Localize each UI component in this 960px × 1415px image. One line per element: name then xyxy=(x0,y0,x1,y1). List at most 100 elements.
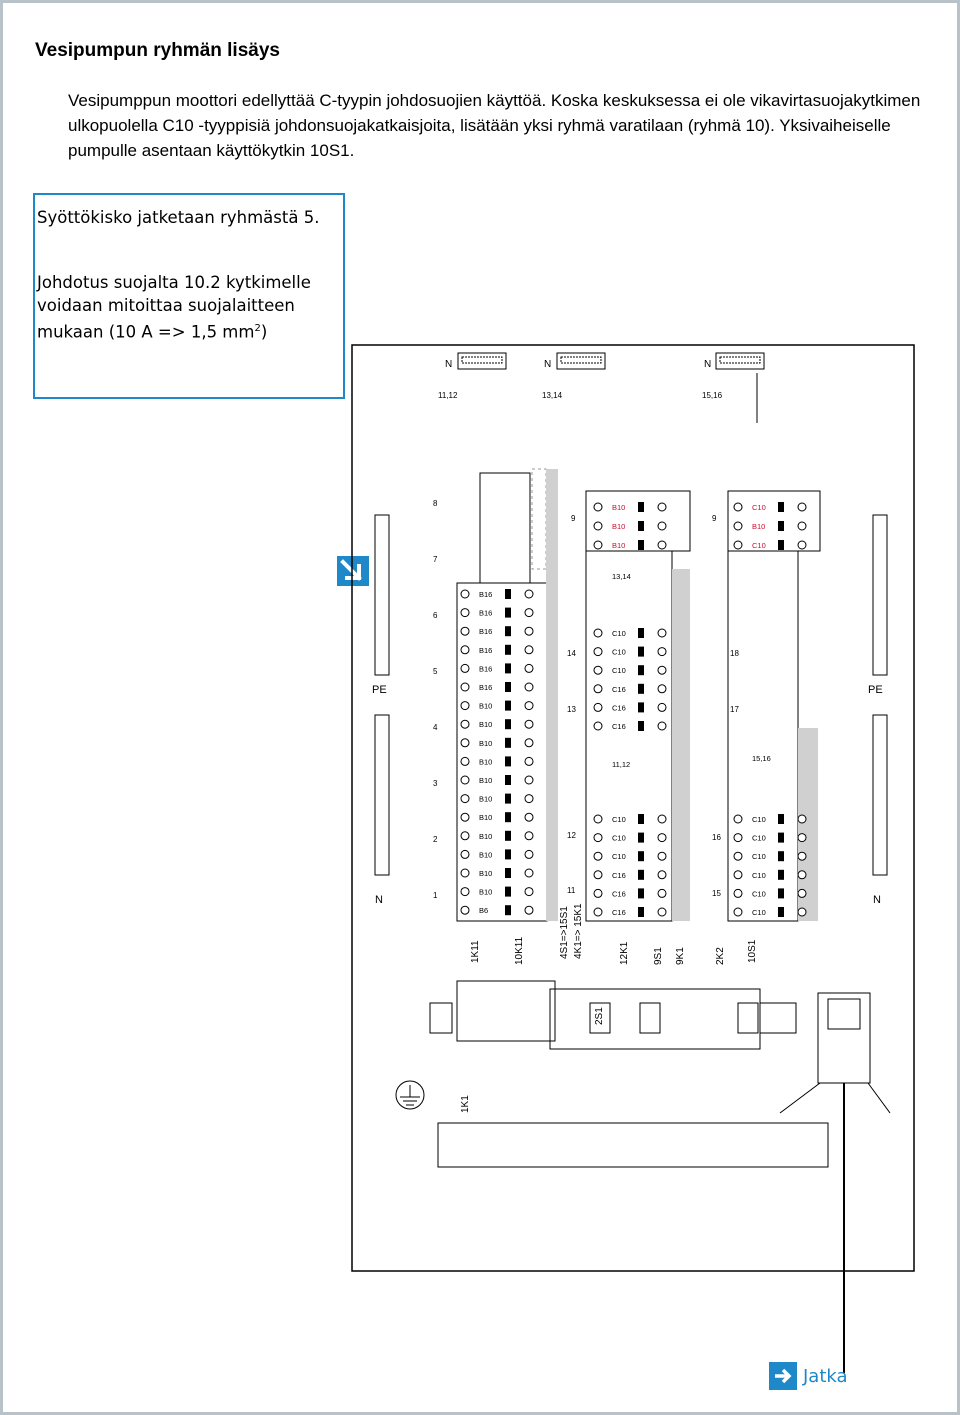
breaker-c10: C10 xyxy=(733,888,807,899)
svg-text:N: N xyxy=(544,359,551,370)
device-labels: 1K11 10K11 4S1=>15S1 4K1=> 15K1 12K1 9S1… xyxy=(470,903,758,965)
breaker-b10: B10 xyxy=(460,719,534,730)
breaker-c10: C10 xyxy=(593,851,667,862)
breaker-b16: B16 xyxy=(460,626,534,637)
svg-text:B16: B16 xyxy=(479,664,492,673)
svg-text:B10: B10 xyxy=(752,522,765,531)
breaker-c10: C10 xyxy=(593,832,667,843)
svg-text:C10: C10 xyxy=(612,666,626,675)
n-busbar-2: N 13,14 xyxy=(542,352,606,400)
breaker-b10: B10 xyxy=(733,521,807,531)
svg-text:12K1: 12K1 xyxy=(619,941,630,965)
svg-text:B10: B10 xyxy=(479,869,492,878)
svg-text:9S1: 9S1 xyxy=(653,947,664,965)
svg-text:B16: B16 xyxy=(479,609,492,618)
svg-text:B10: B10 xyxy=(479,720,492,729)
svg-text:B10: B10 xyxy=(612,503,625,512)
svg-text:C10: C10 xyxy=(612,815,626,824)
breaker-b16: B16 xyxy=(460,607,534,618)
svg-text:B10: B10 xyxy=(479,850,492,859)
svg-text:1K11: 1K11 xyxy=(470,940,481,963)
svg-text:N: N xyxy=(873,894,881,906)
svg-text:15: 15 xyxy=(712,889,721,898)
breaker-b10: B10 xyxy=(460,868,534,878)
breaker-c16: C16 xyxy=(593,869,667,880)
svg-text:10S1: 10S1 xyxy=(747,939,758,963)
svg-text:B16: B16 xyxy=(479,646,492,655)
svg-text:13: 13 xyxy=(567,705,576,714)
breaker-c16: C16 xyxy=(593,721,667,731)
breaker-b10: B10 xyxy=(593,502,667,512)
svg-text:C10: C10 xyxy=(752,503,766,512)
svg-text:C10: C10 xyxy=(612,834,626,843)
breaker-c10: C10 xyxy=(593,646,667,657)
svg-text:B10: B10 xyxy=(612,522,625,531)
breaker-c16: C16 xyxy=(593,907,667,917)
svg-text:13,14: 13,14 xyxy=(542,391,563,400)
n-busbar-1: N 11,12 xyxy=(438,352,507,400)
svg-text:C10: C10 xyxy=(752,815,766,824)
svg-text:9K1: 9K1 xyxy=(675,947,686,965)
svg-text:B10: B10 xyxy=(479,776,492,785)
svg-text:18: 18 xyxy=(730,649,739,658)
svg-text:C10: C10 xyxy=(612,629,626,638)
svg-text:C16: C16 xyxy=(612,722,626,731)
breaker-b10: B10 xyxy=(593,521,667,531)
svg-text:2S1: 2S1 xyxy=(594,1007,605,1025)
row-numbers-left: 8 7 6 5 4 3 2 1 xyxy=(433,499,438,900)
label-1k1: 1K1 xyxy=(460,1095,471,1113)
breaker-b10: B10 xyxy=(460,793,534,804)
svg-text:PE: PE xyxy=(372,684,387,696)
continue-link[interactable]: Jatka xyxy=(769,1362,848,1390)
svg-text:16: 16 xyxy=(712,833,721,842)
svg-text:C10: C10 xyxy=(752,889,766,898)
breaker-c10: C10 xyxy=(593,814,667,824)
bottom-terminal-bar xyxy=(437,1122,829,1168)
breaker-b10: B10 xyxy=(460,886,534,897)
svg-text:N: N xyxy=(445,359,452,370)
svg-text:C10: C10 xyxy=(752,871,766,880)
svg-text:C10: C10 xyxy=(752,541,766,550)
svg-text:2: 2 xyxy=(433,835,438,844)
svg-text:11: 11 xyxy=(567,886,576,895)
svg-text:2K2: 2K2 xyxy=(715,947,726,965)
breaker-b10: B10 xyxy=(460,700,534,711)
breaker-column-2: B10B10B1013,14C10C10C10C16C16C1611,12C10… xyxy=(546,469,691,922)
breaker-b16: B16 xyxy=(460,682,534,692)
svg-text:4: 4 xyxy=(433,723,438,732)
terminal-label: 15,16 xyxy=(752,754,771,763)
contactor-row: 2S1 xyxy=(429,980,891,1373)
svg-text:4K1=> 15K1: 4K1=> 15K1 xyxy=(573,903,584,959)
svg-text:B10: B10 xyxy=(479,832,492,841)
breaker-b10: B10 xyxy=(460,775,534,785)
left-terminal-strip: PE N xyxy=(372,514,390,906)
svg-text:B10: B10 xyxy=(612,541,625,550)
svg-text:B10: B10 xyxy=(479,795,492,804)
svg-text:B10: B10 xyxy=(479,888,492,897)
svg-text:12: 12 xyxy=(567,831,576,840)
intro-paragraph: Vesipumppun moottori edellyttää C-tyypin… xyxy=(68,91,921,160)
svg-text:6: 6 xyxy=(433,611,438,620)
svg-text:5: 5 xyxy=(433,667,438,676)
svg-text:C10: C10 xyxy=(612,852,626,861)
svg-text:10K11: 10K11 xyxy=(514,936,525,965)
breaker-b10: B10 xyxy=(460,830,534,841)
svg-text:C16: C16 xyxy=(612,703,626,712)
svg-text:15,16: 15,16 xyxy=(702,391,723,400)
svg-text:N: N xyxy=(375,894,383,906)
breaker-b16: B16 xyxy=(460,644,534,655)
breaker-c10: C10 xyxy=(733,502,807,512)
switchboard-diagram: N 11,12 N 13,14 N 15,16 PE N PE N 8 7 6 … xyxy=(351,344,915,1373)
svg-text:N: N xyxy=(704,359,711,370)
svg-text:14: 14 xyxy=(567,649,576,658)
arrow-down-right-icon[interactable] xyxy=(337,556,369,586)
svg-text:3: 3 xyxy=(433,779,438,788)
arrow-right-icon xyxy=(769,1362,797,1390)
svg-text:C10: C10 xyxy=(752,908,766,917)
terminal-label: 11,12 xyxy=(612,760,630,769)
svg-text:B16: B16 xyxy=(479,590,492,599)
note-line-2: Johdotus suojalta 10.2 kytkimelle voidaa… xyxy=(37,273,311,342)
breaker-c10: C10 xyxy=(733,869,807,880)
breaker-b10: B10 xyxy=(593,540,667,550)
